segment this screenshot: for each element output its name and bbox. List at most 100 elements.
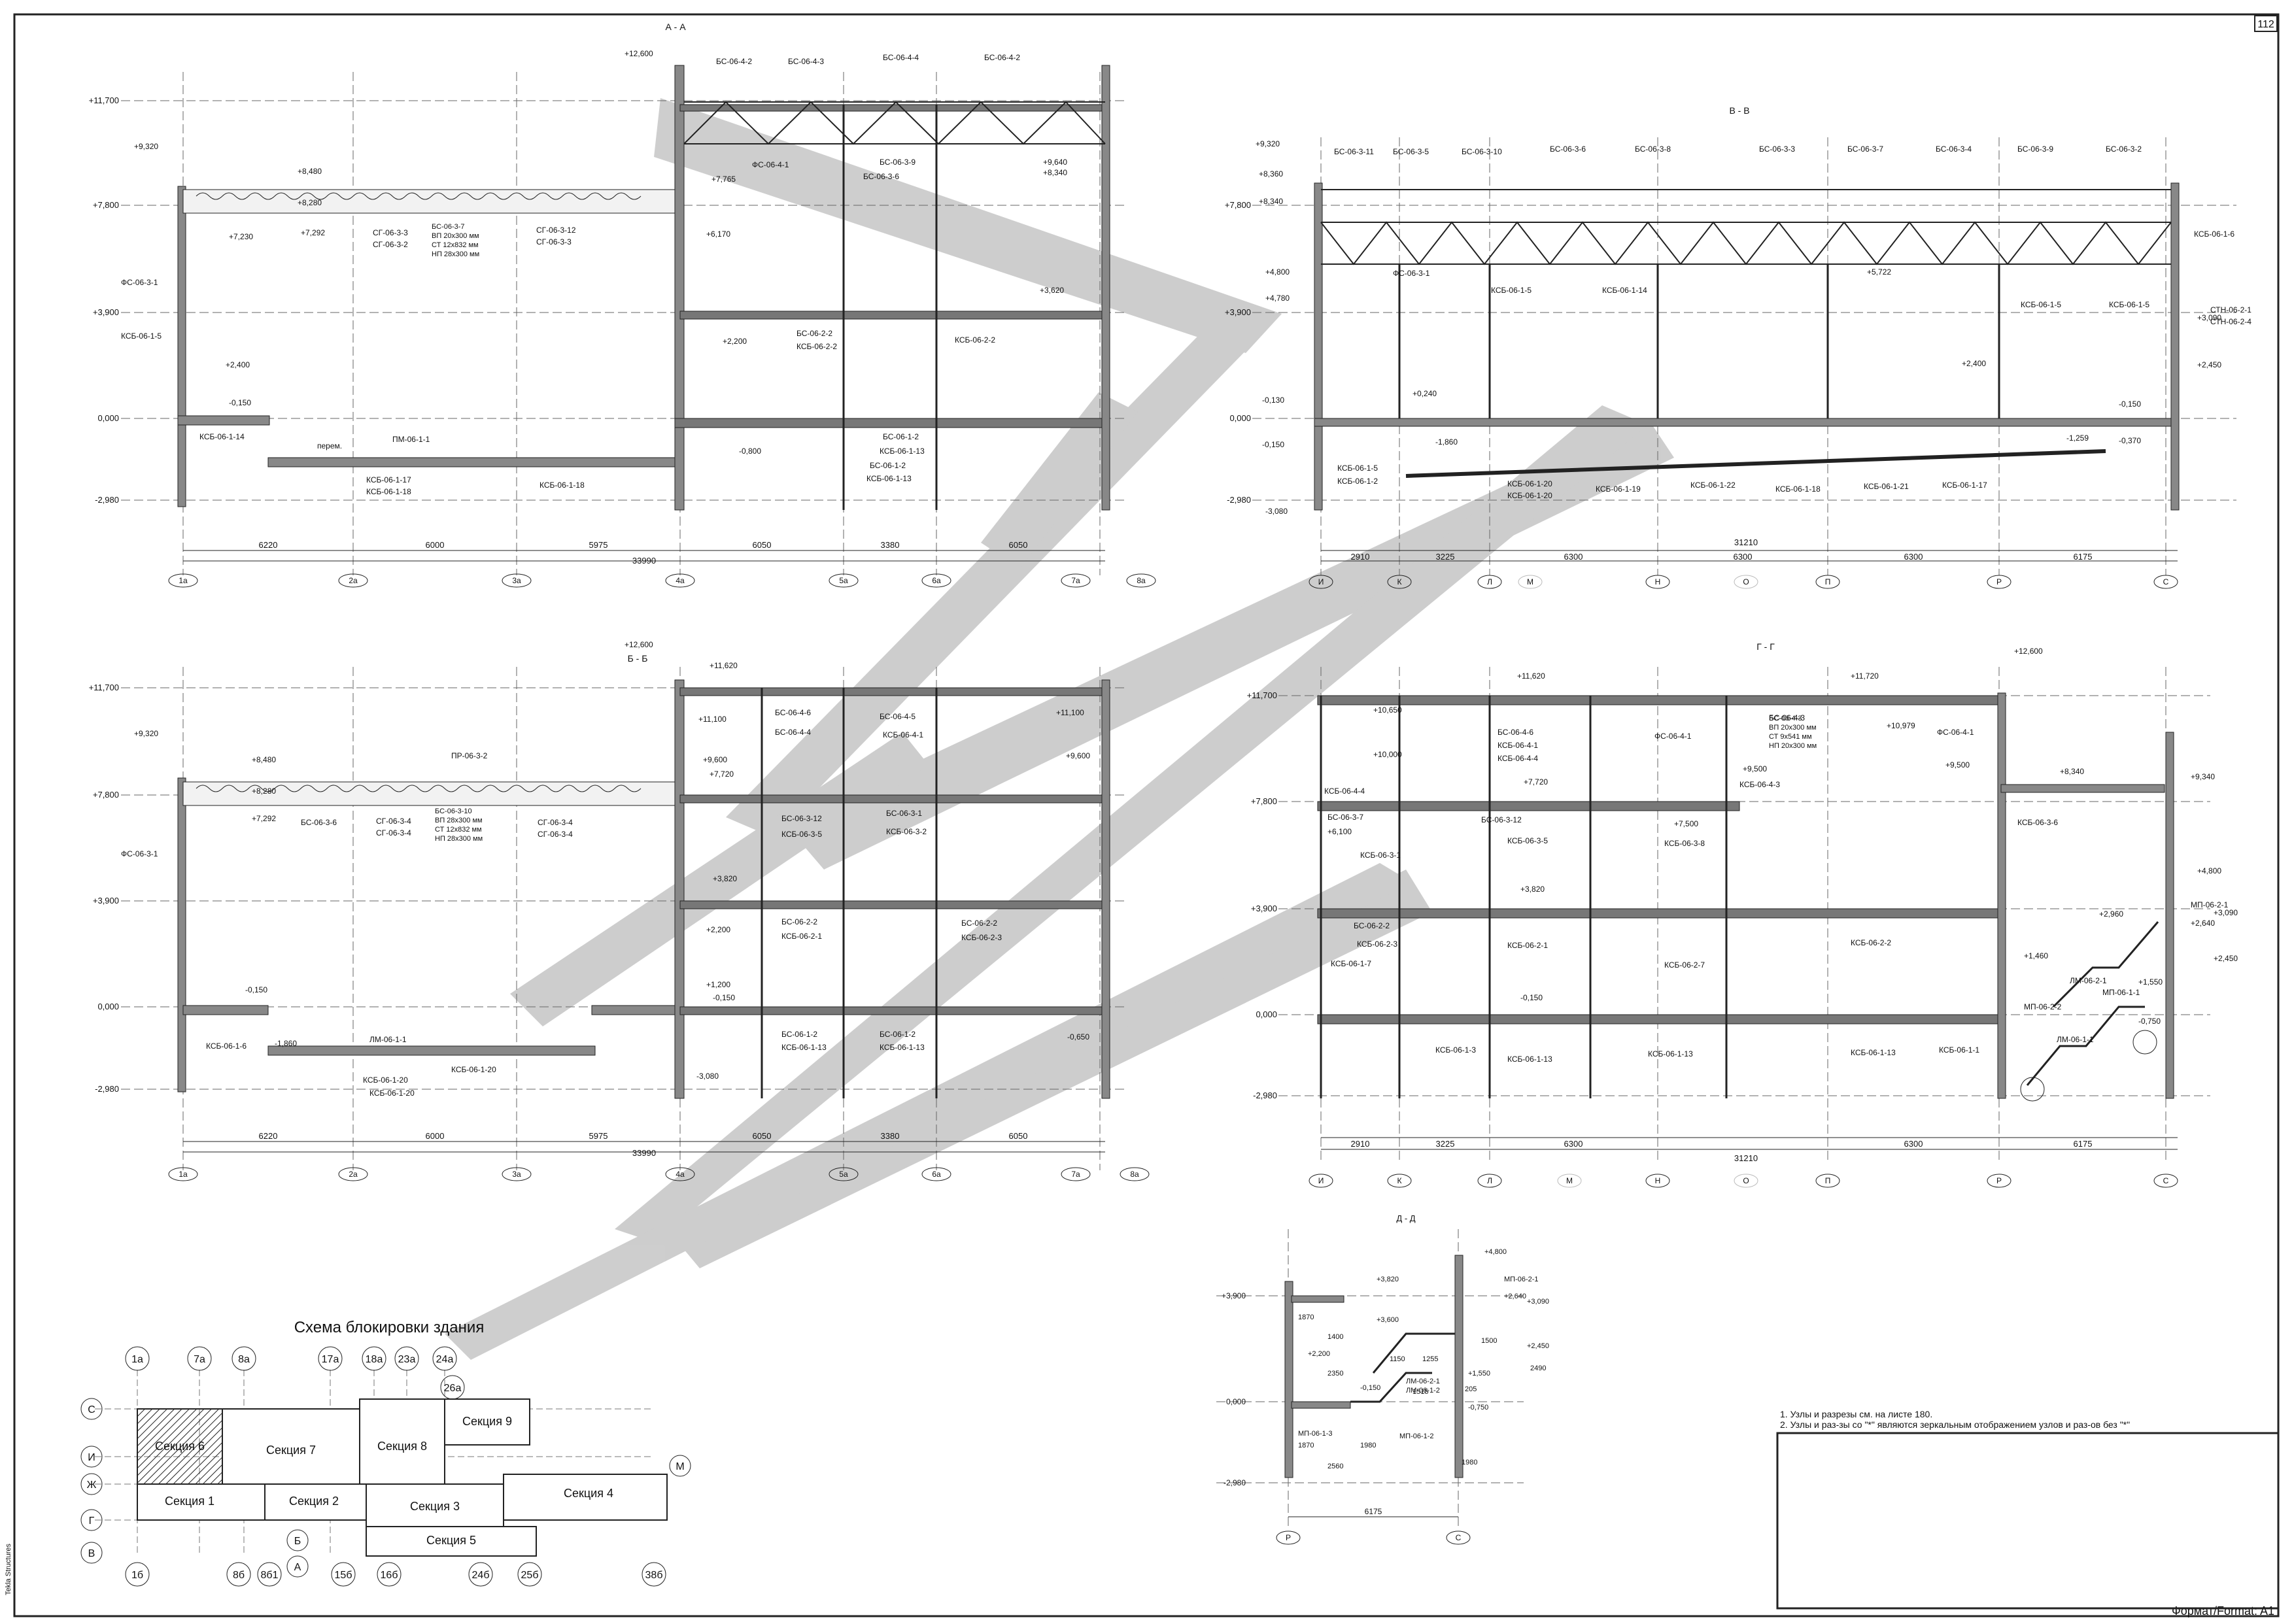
section-gg-axes: И К Л М Н О П Р С bbox=[1309, 1174, 2178, 1188]
block-scheme-bottom-axes: 1б 8б 8б1 15б 16б 24б 25б 38б bbox=[125, 1562, 666, 1587]
level-label: +3,900 bbox=[1225, 307, 1251, 317]
elevation: -0,750 bbox=[2138, 1017, 2161, 1026]
elevation: -1,860 bbox=[275, 1039, 297, 1048]
elevation: +9,500 bbox=[1743, 764, 1767, 773]
block-scheme: Схема блокировки здания Секция 6 Секция … bbox=[80, 1319, 691, 1587]
block-scheme-title: Схема блокировки здания bbox=[294, 1319, 485, 1336]
section-gg-level-labels: +11,700 +7,800 +3,900 0,000 -2,980 bbox=[1247, 690, 1277, 1100]
mark: СГ-06-3-12 bbox=[536, 226, 576, 235]
level-label: -2,980 bbox=[1253, 1091, 1277, 1100]
span-dim: 6300 bbox=[1564, 552, 1583, 562]
axis-label: И bbox=[1318, 577, 1324, 586]
level-label: -2,980 bbox=[1224, 1478, 1246, 1487]
elevation: +4,800 bbox=[2197, 866, 2221, 875]
elevation: +11,100 bbox=[1056, 708, 1084, 717]
mark: КСБ-06-2-1 bbox=[1507, 941, 1548, 950]
span-dim: 6000 bbox=[426, 540, 445, 550]
mark: КСБ-06-1-18 bbox=[1775, 484, 1821, 494]
elevation: +6,170 bbox=[706, 229, 730, 239]
mark: КСБ-06-1-1 bbox=[1939, 1045, 1979, 1055]
elevation: -0,150 bbox=[2119, 399, 2141, 409]
axis-label: 1а bbox=[179, 1170, 188, 1179]
dim: 1980 bbox=[1462, 1459, 1477, 1466]
mark: ФС-06-4-1 bbox=[752, 160, 789, 169]
dim: 1980 bbox=[1360, 1442, 1376, 1449]
axis-label: 7а bbox=[1071, 1170, 1080, 1179]
section-bb: Б - Б +11,700 +7,800 +3,900 0,000 -2,980 bbox=[89, 640, 1150, 1181]
mark: МП-06-2-1 bbox=[2191, 900, 2229, 909]
section-vv-title: В - В bbox=[1729, 105, 1749, 116]
level-label: 0,000 bbox=[97, 1002, 119, 1011]
elevation: +7,765 bbox=[711, 175, 736, 184]
format-label: Формат/Format: A1 bbox=[2172, 1604, 2274, 1617]
mark: КСБ-06-1-20 bbox=[1507, 491, 1552, 500]
total-dim: 33990 bbox=[632, 556, 656, 566]
dim: 1870 bbox=[1298, 1313, 1314, 1321]
axis-label: К bbox=[1397, 577, 1402, 586]
mark: КСБ-06-1-6 bbox=[206, 1041, 247, 1051]
elevation: -0,150 bbox=[1360, 1384, 1380, 1392]
axis-label: 17а bbox=[322, 1354, 339, 1365]
elevation: +12,600 bbox=[625, 640, 653, 649]
block-section-1 bbox=[137, 1483, 265, 1521]
axis-label: О bbox=[1743, 1176, 1749, 1185]
span-dim: 6220 bbox=[259, 540, 278, 550]
mark: КСБ-06-4-1 bbox=[1498, 741, 1538, 750]
elevation: +1,550 bbox=[1468, 1370, 1490, 1378]
beam-spec-line: НП 28х300 мм bbox=[432, 250, 479, 258]
mark: ФС-06-3-1 bbox=[121, 278, 158, 287]
mark: СГ-06-3-3 bbox=[373, 228, 408, 237]
axis-label: 6а bbox=[932, 576, 941, 585]
axis-label: 3а bbox=[512, 576, 521, 585]
section-gg-elevations: +12,600 +11,620 +11,720 +10,650 +10,979 … bbox=[1327, 647, 2238, 1026]
elevation: +10,000 bbox=[1373, 750, 1402, 759]
mark: ПР-06-3-2 bbox=[451, 751, 488, 760]
elevation: +12,600 bbox=[2014, 647, 2043, 656]
elevation: +3,090 bbox=[2197, 313, 2221, 322]
block-section-4 bbox=[503, 1474, 668, 1521]
section-vv-level-labels: +7,800 +3,900 0,000 -2,980 bbox=[1225, 200, 1251, 505]
elevation: -0,130 bbox=[1262, 396, 1284, 405]
span-dim: 6175 bbox=[2074, 552, 2093, 562]
elevation: +9,640 bbox=[1043, 158, 1067, 167]
elevation: +8,280 bbox=[252, 787, 276, 796]
beam-spec-line: БС-06-3-10 bbox=[435, 807, 472, 815]
elevation: +9,600 bbox=[1066, 751, 1090, 760]
elevation: +9,320 bbox=[134, 142, 158, 151]
axis-label: О bbox=[1743, 577, 1749, 586]
mark: КСБ-06-1-13 bbox=[880, 447, 925, 456]
section-aa-beam-spec: БС-06-3-7 ВП 20х300 мм СТ 12х832 мм НП 2… bbox=[432, 223, 479, 258]
level-label: -2,980 bbox=[95, 1084, 119, 1094]
elevation: -0,150 bbox=[1520, 993, 1543, 1002]
span-dim: 6050 bbox=[753, 540, 772, 550]
beam-spec-line: ВП 20х300 мм bbox=[1769, 724, 1817, 732]
mark: БС-06-4-4 bbox=[775, 728, 811, 737]
level-label: +3,900 bbox=[1251, 904, 1277, 913]
mark: КСБ-06-1-17 bbox=[366, 475, 411, 484]
elevation: +2,400 bbox=[226, 360, 250, 369]
mark: КСБ-06-2-3 bbox=[961, 933, 1002, 942]
mark: КСБ-06-2-7 bbox=[1664, 960, 1705, 970]
axis-label: 1б bbox=[131, 1570, 143, 1581]
block-section-8 bbox=[359, 1398, 445, 1485]
section-label: Секция 9 bbox=[462, 1415, 512, 1428]
dim: 2560 bbox=[1327, 1463, 1343, 1470]
level-label: 0,000 bbox=[1226, 1397, 1246, 1406]
axis-label: В bbox=[88, 1548, 95, 1559]
section-gg-spans: 2910 3225 6300 6300 6175 31210 bbox=[1351, 1139, 2093, 1163]
span-dim: 6050 bbox=[1009, 1131, 1028, 1141]
axis-label: К bbox=[1397, 1176, 1402, 1185]
mark: КСБ-06-3-6 bbox=[2017, 818, 2058, 827]
axis-label: М bbox=[1527, 577, 1533, 586]
elevation: +0,240 bbox=[1412, 389, 1437, 398]
section-gg-marks: БС-06-4-6 КСБ-06-4-1 КСБ-06-4-4 БС-06-4-… bbox=[1324, 713, 2229, 1064]
span-dim: 6300 bbox=[1564, 1139, 1583, 1149]
block-section-5 bbox=[366, 1526, 537, 1557]
block-section-6 bbox=[137, 1408, 223, 1485]
axis-label: 2а bbox=[349, 576, 358, 585]
elevation: +2,200 bbox=[723, 337, 747, 346]
mark: БС-06-3-12 bbox=[1481, 815, 1522, 824]
section-vv-elevations: +9,320 +8,360 +8,340 +5,722 +4,800 +4,78… bbox=[1256, 139, 2221, 516]
dim: 2490 bbox=[1530, 1364, 1546, 1372]
elevation: +8,360 bbox=[1259, 169, 1283, 178]
